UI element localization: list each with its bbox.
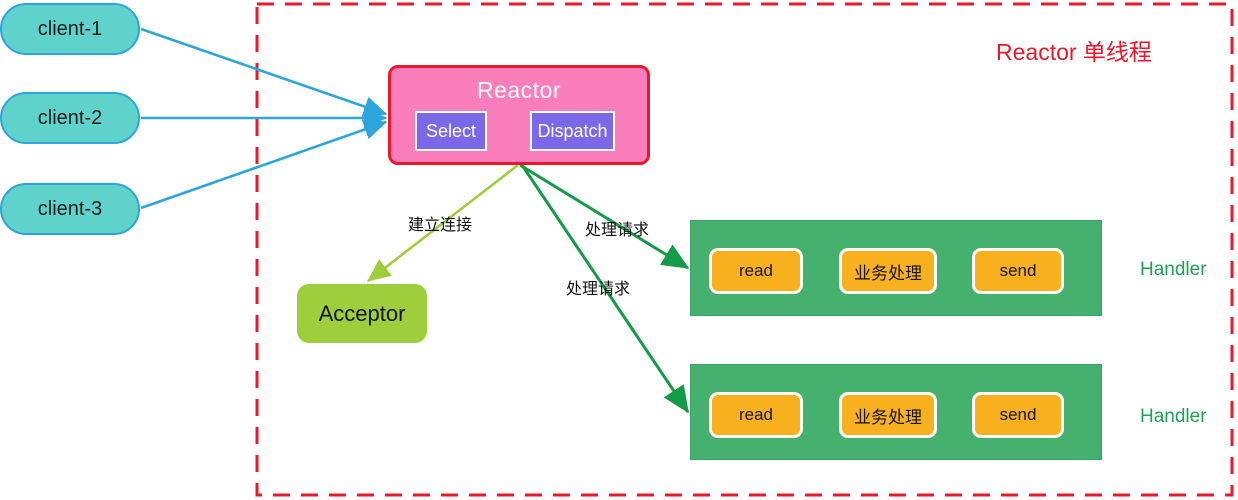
handler-1-stage-send-label: send [999,261,1037,280]
edge-label-handle-request-2: 处理请求 [566,281,631,298]
handler-2-stage-process-label: 业务处理 [854,407,922,427]
client-node-1-label: client-1 [37,17,103,40]
reactor-select-label: Select [425,120,477,141]
reactor-node-label: Reactor [476,77,562,103]
handler-1-stage-send[interactable]: send [972,248,1064,294]
reactor-select-box[interactable]: Select [415,111,487,151]
handler-1-stage-read-label: read [738,261,774,280]
reactor-to-handler-2-arrow [520,164,690,414]
reactor-single-thread-boundary [255,2,1234,497]
client-node-3-label: client-3 [37,197,103,220]
handler-group-2-label: Handler [1140,406,1207,427]
handler-group-1-label: Handler [1140,259,1207,280]
handler-group-1[interactable]: read 业务处理 send [690,220,1102,316]
handler-2-stage-send[interactable]: send [972,392,1064,438]
handler-group-2[interactable]: read 业务处理 send [690,364,1102,460]
reactor-to-handler-1-arrow [519,163,690,270]
acceptor-node-label: Acceptor [318,300,406,326]
client-node-2-label: client-2 [37,106,103,129]
client-node-1[interactable]: client-1 [0,3,140,55]
edge-label-establish-connection: 建立连接 [408,217,473,234]
reactor-dispatch-label: Dispatch [537,120,608,141]
reactor-dispatch-box[interactable]: Dispatch [530,111,615,151]
acceptor-node[interactable]: Acceptor [297,284,427,343]
client-node-2[interactable]: client-2 [0,92,140,144]
handler-2-stage-read[interactable]: read [709,392,803,438]
reactor-to-acceptor-arrow [366,163,519,283]
handler-1-stage-process-label: 业务处理 [854,263,922,283]
edge-label-handle-request-1: 处理请求 [585,222,650,239]
page-title: Reactor 单线程 [996,39,1152,65]
handler-1-stage-process[interactable]: 业务处理 [839,248,937,294]
client-1-to-reactor-arrow [140,27,388,117]
client-3-to-reactor-arrow [140,119,388,210]
client-node-3[interactable]: client-3 [0,183,140,235]
reactor-node[interactable]: Reactor Select Dispatch [388,65,650,165]
handler-2-stage-read-label: read [738,405,774,424]
handler-2-stage-process[interactable]: 业务处理 [839,392,937,438]
handler-2-stage-send-label: send [999,405,1037,424]
handler-1-stage-read[interactable]: read [709,248,803,294]
